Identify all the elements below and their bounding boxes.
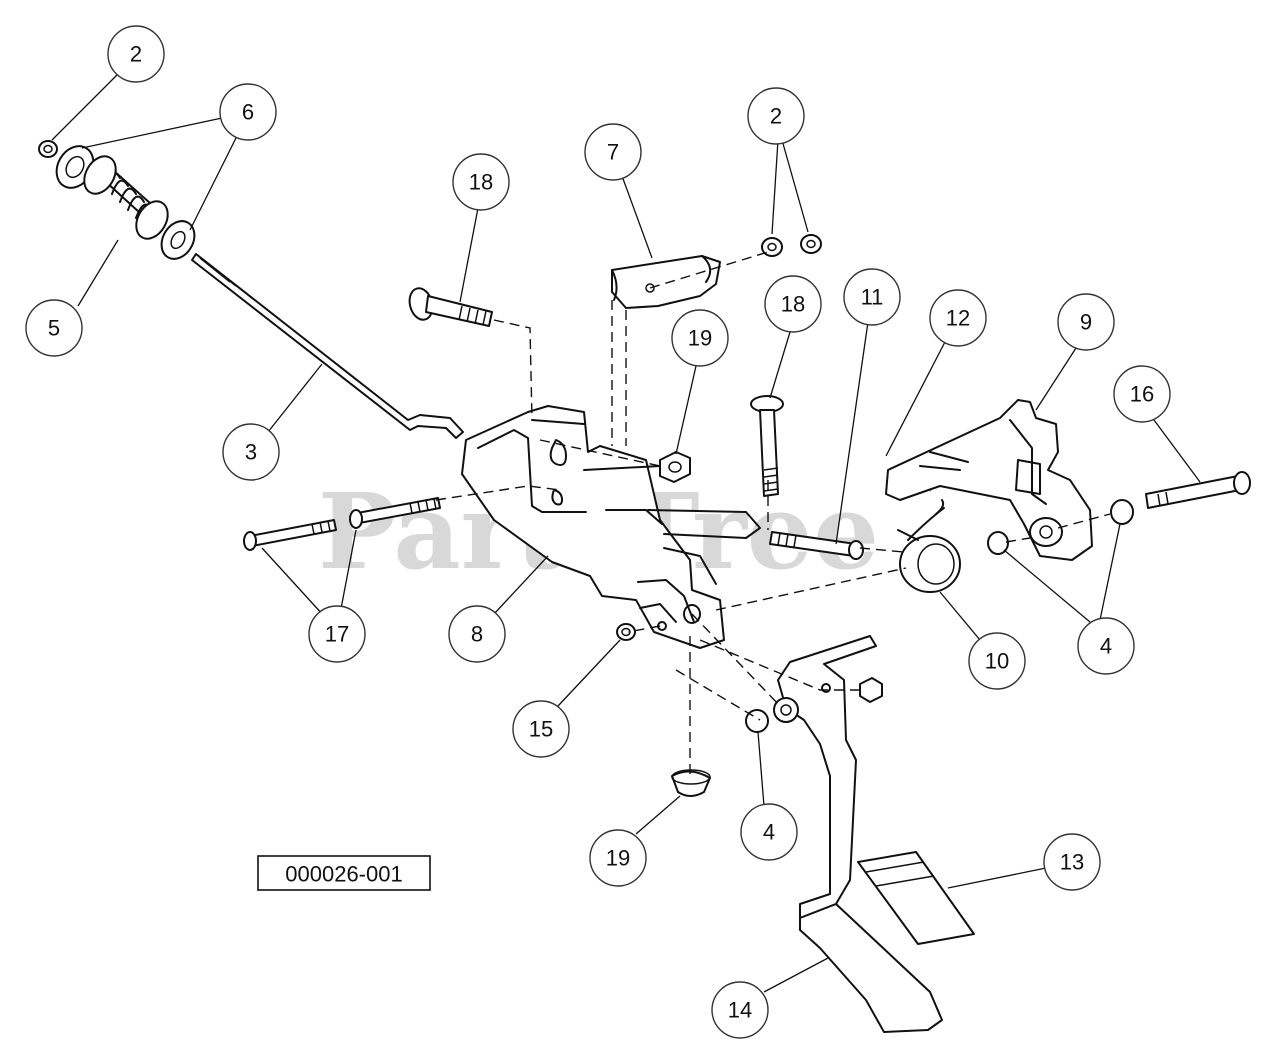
svg-text:9: 9 — [1080, 310, 1092, 335]
svg-text:4: 4 — [763, 820, 775, 845]
svg-text:15: 15 — [529, 717, 553, 742]
svg-text:7: 7 — [607, 140, 619, 165]
svg-text:4: 4 — [1100, 634, 1112, 659]
part-washer-4-right — [987, 499, 1134, 555]
svg-text:19: 19 — [688, 326, 712, 351]
part-rod-3 — [191, 253, 464, 439]
svg-text:13: 13 — [1060, 850, 1084, 875]
callout-18-lower: 18 — [764, 275, 822, 333]
callout-6: 6 — [219, 83, 277, 141]
part-spring-10 — [897, 499, 961, 593]
callout-9: 9 — [1057, 293, 1115, 351]
callout-19-lower: 19 — [589, 829, 647, 887]
callout-16: 16 — [1113, 365, 1171, 423]
callout-10: 10 — [968, 632, 1026, 690]
part-pedal-arm-14 — [773, 635, 943, 1033]
svg-text:2: 2 — [130, 42, 142, 67]
callout-12: 12 — [929, 289, 987, 347]
part-nut-2-left — [38, 140, 58, 158]
part-bolt-18-upper — [408, 287, 493, 327]
svg-text:18: 18 — [469, 170, 493, 195]
part-drawings — [38, 140, 1251, 1033]
callout-8: 8 — [448, 605, 506, 663]
part-nuts-2-right — [761, 234, 822, 257]
drawing-reference: 000026-001 — [285, 862, 402, 887]
part-bolt-17-lower — [243, 519, 337, 551]
part-bolt-11 — [769, 531, 864, 560]
part-plug-19-lower — [671, 769, 711, 797]
part-bracket-9 — [885, 399, 1093, 561]
callout-19-upper: 19 — [671, 309, 729, 367]
svg-text:18: 18 — [781, 292, 805, 317]
svg-text:5: 5 — [48, 316, 60, 341]
callout-3: 3 — [222, 423, 280, 481]
assembly-lines — [435, 251, 1111, 774]
part-washer-6-right — [160, 220, 196, 260]
svg-text:19: 19 — [606, 846, 630, 871]
callout-11: 11 — [843, 268, 901, 326]
callout-2-top-right: 2 — [747, 87, 805, 145]
callout-5: 5 — [25, 299, 83, 357]
callout-4-right: 4 — [1077, 617, 1135, 675]
svg-text:11: 11 — [861, 285, 884, 310]
part-cover-7 — [611, 255, 721, 309]
part-bracket-8 — [461, 405, 761, 649]
part-pad-13 — [857, 851, 975, 945]
svg-text:17: 17 — [325, 622, 349, 647]
svg-text:16: 16 — [1130, 382, 1154, 407]
part-bolt-17-upper — [349, 497, 441, 529]
callout-13: 13 — [1043, 833, 1101, 891]
svg-text:12: 12 — [946, 306, 970, 331]
callout-leaders — [51, 71, 1201, 993]
part-spring-5 — [83, 155, 169, 240]
svg-text:10: 10 — [985, 649, 1009, 674]
svg-text:6: 6 — [242, 100, 254, 125]
callout-17: 17 — [308, 605, 366, 663]
callout-18-upper: 18 — [452, 153, 510, 211]
callout-7: 7 — [584, 123, 642, 181]
callout-15: 15 — [512, 700, 570, 758]
callout-4-lower: 4 — [740, 803, 798, 861]
callout-2-top-left: 2 — [107, 25, 165, 83]
drawing-reference-box: 000026-001 — [257, 855, 431, 891]
part-nut-15 — [616, 623, 636, 641]
callouts: 2 6 5 3 17 18 8 7 19 2 18 11 12 9 16 10 … — [25, 25, 1171, 1039]
part-bolt-18-lower — [750, 395, 784, 497]
callout-14: 14 — [711, 981, 769, 1039]
part-nut-19-upper — [659, 451, 691, 483]
svg-text:14: 14 — [728, 998, 752, 1023]
svg-text:8: 8 — [471, 622, 483, 647]
svg-text:2: 2 — [770, 104, 782, 129]
part-bolt-16 — [1145, 471, 1251, 509]
svg-text:3: 3 — [245, 440, 257, 465]
